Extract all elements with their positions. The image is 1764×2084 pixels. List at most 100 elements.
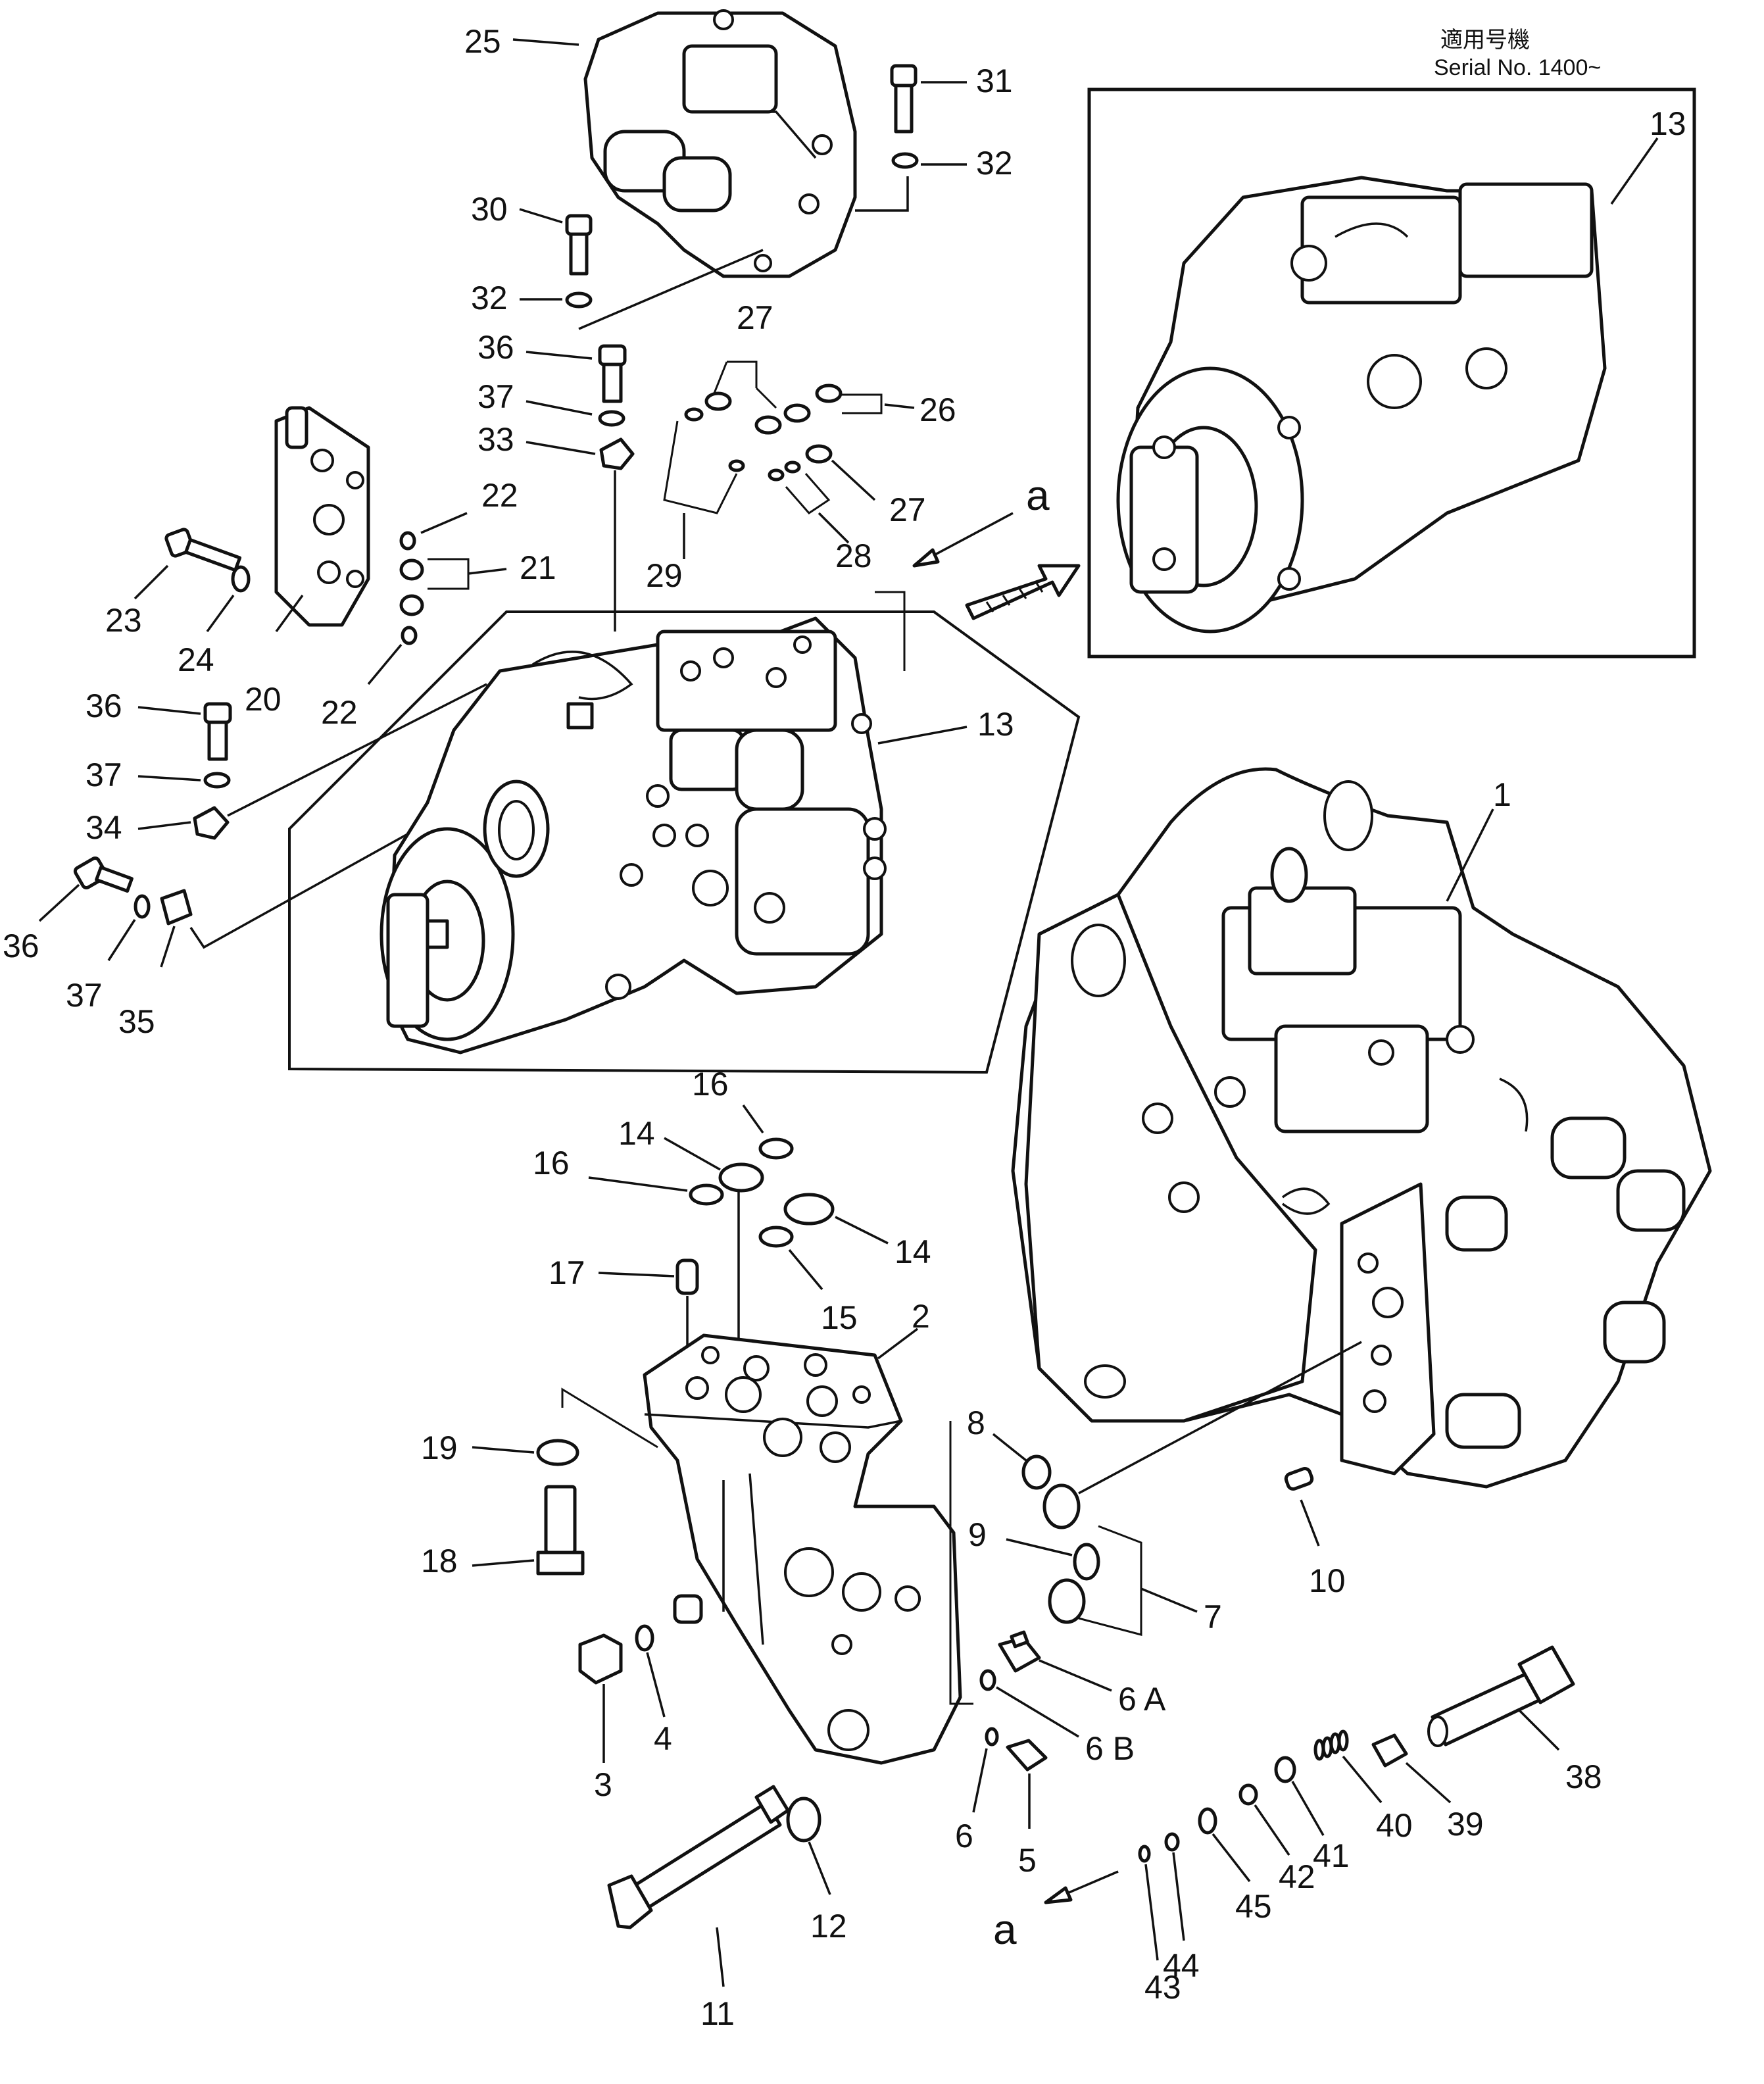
callout-34: 34 [86,809,122,846]
callout-42: 42 [1279,1858,1315,1895]
callout-32-mid: 32 [471,280,508,316]
inset-pump-assembly [1116,176,1607,633]
inset-frame [1087,87,1696,658]
washer-19 [536,1439,579,1466]
callout-8: 8 [967,1404,985,1441]
bolt-31-head [890,64,918,87]
o-ring-16-upper [758,1137,794,1160]
callout-41: 41 [1313,1837,1350,1874]
callout-20: 20 [245,681,282,718]
callout-16-lower: 16 [533,1145,570,1181]
callout-29: 29 [646,557,683,594]
callout-13-inset: 13 [1650,105,1686,142]
callout-44: 44 [1163,1947,1200,1984]
callout-18: 18 [421,1543,458,1579]
callout-43: 43 [1144,1969,1181,2006]
callout-40: 40 [1376,1807,1413,1844]
piston-39 [1371,1733,1408,1768]
callout-37-left: 37 [86,757,122,793]
callout-14-lower: 14 [894,1233,931,1270]
o-ring-15 [758,1226,794,1248]
clamp-34 [193,806,230,840]
cover-block-20 [274,406,370,627]
o-ring-21-bottom [399,594,424,616]
bolt-30-head [565,214,593,236]
spring-40 [1313,1729,1349,1761]
callout-36-left: 36 [86,687,122,724]
callout-7: 7 [1204,1599,1222,1635]
callout-22-bottom: 22 [321,694,358,731]
o-ring-14-upper [718,1162,764,1193]
callout-37-lower: 37 [66,977,103,1014]
o-ring-22-bottom [401,626,418,645]
callout-24: 24 [178,641,214,678]
leader-13-inset [1610,137,1659,205]
pin-10 [1284,1466,1314,1491]
callout-10: 10 [1309,1562,1346,1599]
pump-assembly-1 [1011,767,1712,1489]
callout-39: 39 [1447,1806,1484,1843]
callout-9: 9 [968,1516,987,1553]
o-ring-42 [1238,1783,1258,1806]
callout-6: 6 [955,1818,973,1854]
callout-27-top: 27 [737,299,773,336]
assembly-frame [288,610,1081,1074]
view-direction-arrow [965,564,1081,620]
callout-27-right: 27 [889,491,926,528]
washer-12 [786,1797,821,1843]
callout-23: 23 [105,602,142,639]
plug-5 [1006,1739,1048,1772]
ring-44 [1164,1832,1180,1852]
o-ring-16-lower [689,1183,724,1206]
clamp-35 [160,889,193,926]
bolt-36-left-head [203,702,232,724]
o-ring-group-27-29 [663,360,883,514]
callout-25: 25 [464,23,501,60]
view-marker-arrowhead-top [912,548,940,568]
main-pump-13 [380,616,887,1054]
callout-26: 26 [919,391,956,428]
view-marker-a-bottom: a [993,1906,1017,1953]
o-ring-4 [635,1624,654,1652]
callout-21: 21 [520,549,556,586]
o-ring-22-top [399,531,416,551]
callout-6a: 6 A [1118,1681,1166,1718]
callout-31: 31 [976,62,1013,99]
valve-block-25 [583,9,857,278]
callout-13: 13 [977,706,1014,743]
callout-30: 30 [471,191,508,228]
callout-32-top: 32 [976,145,1013,182]
bracket-2 [643,1333,962,1765]
callout-37-top: 37 [478,378,514,415]
valve-body-38 [1427,1645,1575,1747]
applicability-label: 適用号機 [1440,28,1530,53]
bolt-18-shank [544,1485,577,1554]
o-ring-8 [1021,1454,1052,1490]
o-ring-7 [1048,1578,1086,1624]
serial-number-label: Serial No. 1400~ [1434,55,1601,80]
callout-28: 28 [835,537,872,574]
o-ring-9 [1073,1543,1100,1581]
callout-14-upper: 14 [618,1115,655,1152]
callout-6b: 6 B [1085,1730,1135,1767]
ring-43 [1138,1845,1151,1863]
callout-19: 19 [421,1429,458,1466]
callout-36-lower: 36 [3,928,39,964]
leader-25 [512,38,579,46]
washer-24 [231,565,251,593]
view-marker-a-top: a [1026,472,1050,519]
plug-3 [578,1633,623,1685]
bolt-36-top-head [598,344,627,366]
view-marker-arrowhead-bottom [1044,1886,1073,1904]
callout-33: 33 [478,421,514,458]
callout-36-top: 36 [478,329,514,366]
callout-2: 2 [912,1298,930,1335]
o-ring-14-lower [783,1193,835,1226]
washer-37-lower [134,894,151,919]
washer-37-left [203,772,231,789]
bolt-18-head [536,1551,585,1575]
callout-4: 4 [654,1720,672,1757]
bolt-31-shank [894,84,914,134]
callout-3: 3 [594,1766,612,1803]
